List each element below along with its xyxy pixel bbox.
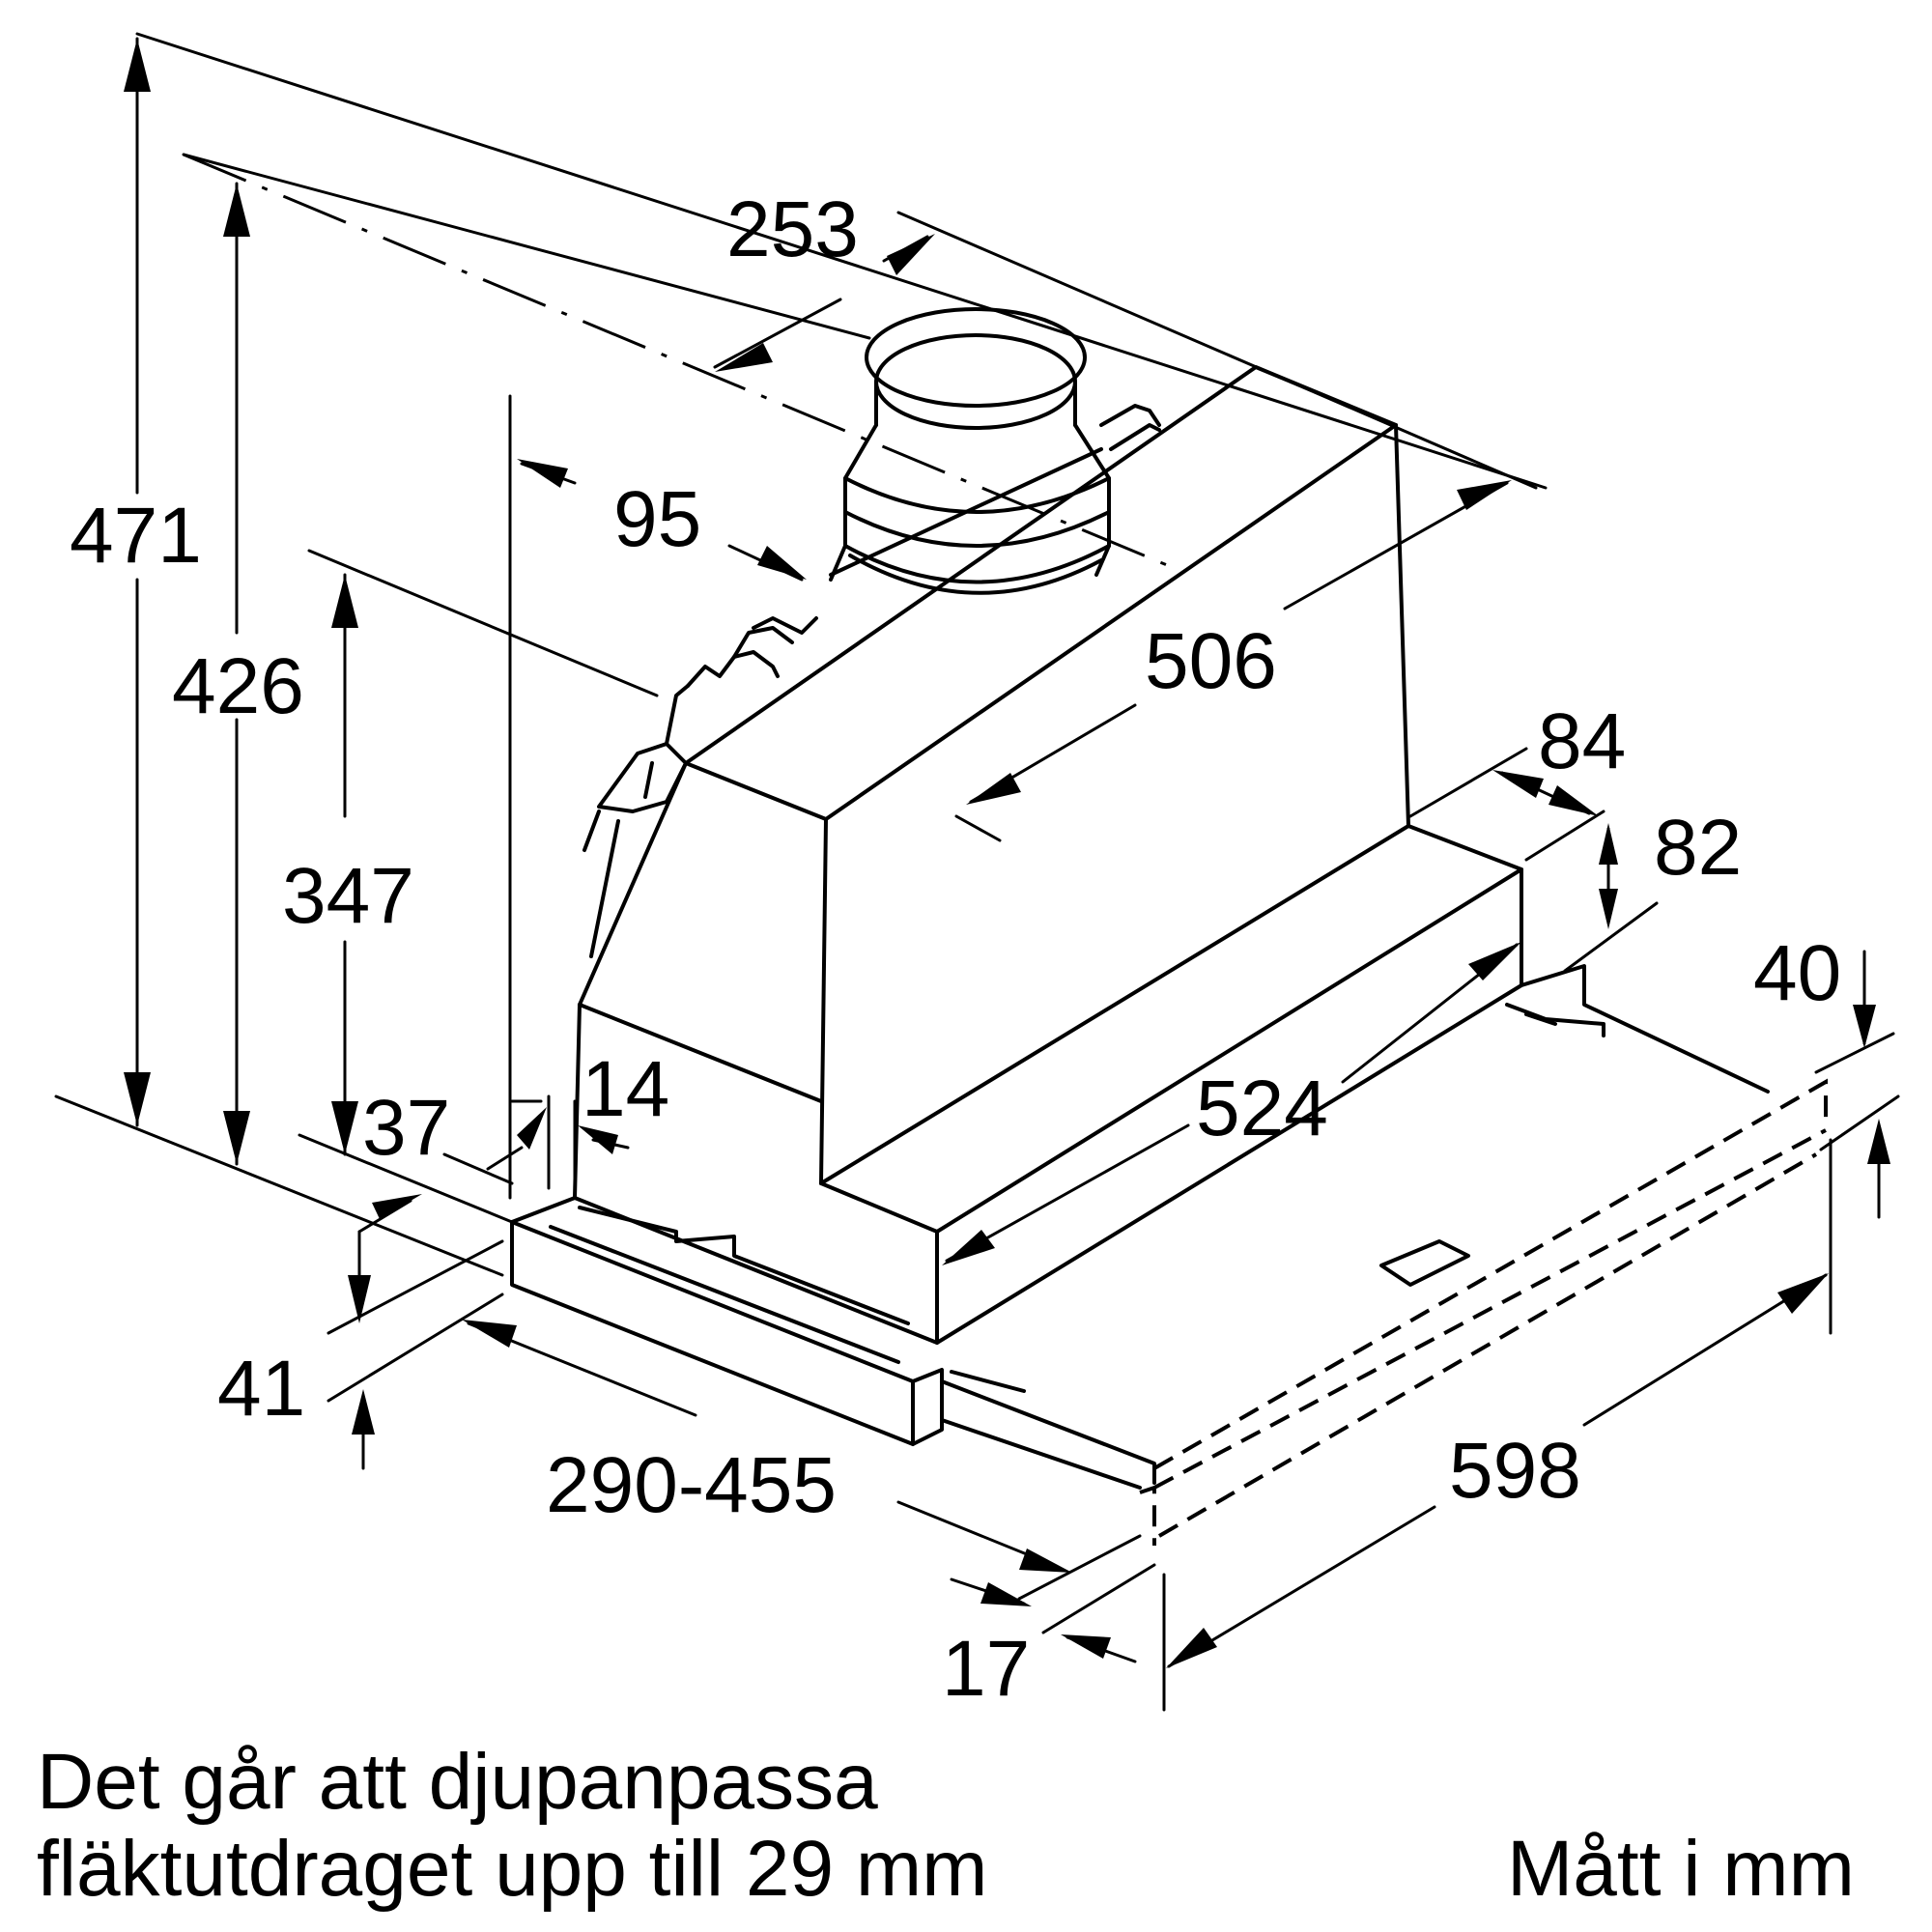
dim-14-label: 14 — [582, 1045, 669, 1133]
dim-598-label: 598 — [1449, 1427, 1581, 1515]
dimension-labels: 471 426 347 253 95 506 84 82 40 524 14 3… — [70, 185, 1841, 1713]
dimension-lines — [54, 32, 1900, 1712]
dim-290-455-label: 290-455 — [546, 1441, 837, 1529]
dim-17-label: 17 — [942, 1625, 1030, 1713]
dim-524-label: 524 — [1196, 1065, 1328, 1152]
dim-95-label: 95 — [613, 475, 701, 563]
dim-37-label: 37 — [362, 1084, 450, 1172]
dim-84-label: 84 — [1538, 697, 1626, 785]
dim-253-label: 253 — [726, 185, 859, 273]
dim-82-label: 82 — [1654, 804, 1742, 892]
duct-collar — [829, 307, 1111, 595]
depth-adjust-note-line-2: fläktutdraget upp till 29 mm — [37, 1825, 988, 1913]
dim-41-label: 41 — [217, 1345, 305, 1433]
cabinet-outline — [1139, 1078, 1828, 1546]
dim-40-label: 40 — [1753, 929, 1841, 1017]
dim-347-label: 347 — [282, 852, 414, 940]
depth-adjust-note-line-1: Det går att djupanpassa — [37, 1738, 878, 1826]
dim-426-label: 426 — [172, 642, 304, 730]
dim-506-label: 506 — [1145, 617, 1277, 705]
units-note: Mått i mm — [1507, 1825, 1855, 1913]
dim-471-label: 471 — [70, 492, 202, 580]
